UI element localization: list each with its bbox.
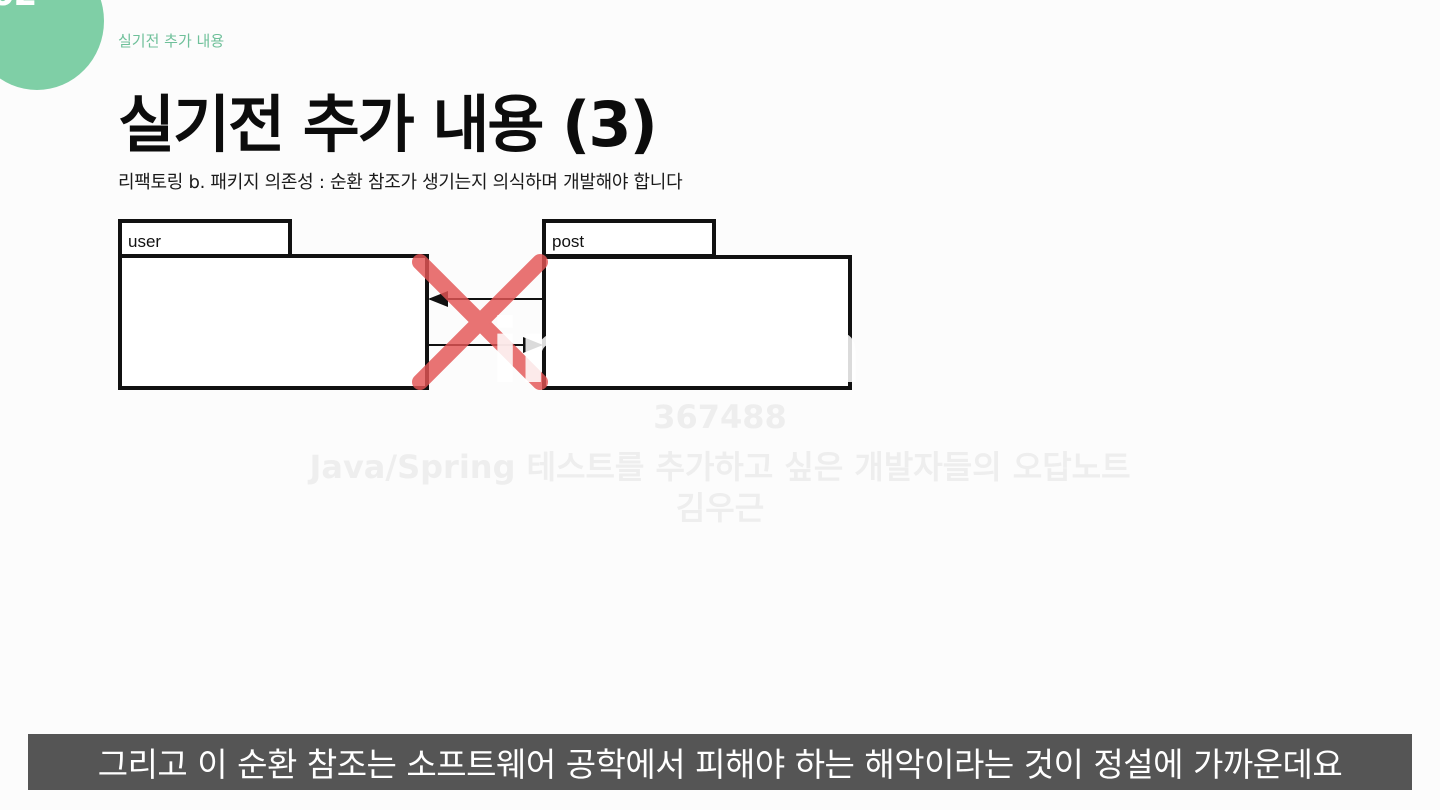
package-post-tab: [542, 219, 716, 258]
slide-title: 실기전 추가 내용 (3): [118, 88, 658, 161]
package-user-body: [118, 254, 429, 390]
package-post-label: post: [552, 232, 584, 251]
watermark-author: 김우근: [675, 489, 765, 527]
watermark-id: 367488: [653, 398, 787, 436]
section-number-badge: 02: [0, 0, 104, 90]
x-mark: [412, 254, 548, 390]
package-post-body: [542, 255, 852, 390]
video-caption: 그리고 이 순환 참조는 소프트웨어 공학에서 피해야 하는 해악이라는 것이 …: [28, 734, 1412, 790]
watermark-logo: inflearn: [490, 300, 862, 403]
watermark-course: Java/Spring 테스트를 추가하고 싶은 개발자들의 오답노트: [309, 448, 1131, 486]
package-post: post: [542, 219, 852, 390]
section-number: 02: [0, 0, 37, 14]
video-caption-text: 그리고 이 순환 참조는 소프트웨어 공학에서 피해야 하는 해악이라는 것이 …: [97, 745, 1343, 784]
package-user-label: user: [128, 232, 161, 251]
package-user: user: [118, 219, 429, 390]
slide-subtitle: 리팩토링 b. 패키지 의존성 : 순환 참조가 생기는지 의식하며 개발해야 …: [118, 172, 683, 193]
breadcrumb: 실기전 추가 내용: [118, 32, 225, 50]
package-user-tab: [118, 219, 292, 258]
